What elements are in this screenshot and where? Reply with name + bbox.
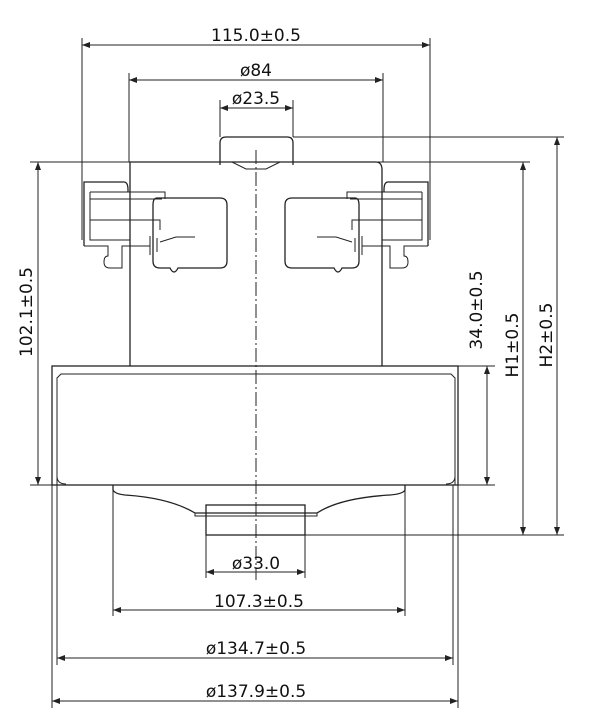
housing-inner-diameter-label: ø134.7±0.5 bbox=[206, 639, 306, 659]
h2-label: H2±0.5 bbox=[537, 303, 557, 368]
left-brush-holder bbox=[81, 181, 228, 273]
total-height-label: 102.1±0.5 bbox=[17, 267, 37, 357]
shaft-diameter-label: ø23.5 bbox=[232, 89, 280, 109]
right-brush-holder bbox=[284, 181, 431, 273]
dimension-lines bbox=[35, 42, 560, 704]
h1-label: H1±0.5 bbox=[503, 313, 523, 378]
housing-outer-diameter-label: ø137.9±0.5 bbox=[206, 682, 306, 702]
inlet-skirt bbox=[112, 485, 406, 536]
housing-height-label: 34.0±0.5 bbox=[467, 270, 487, 349]
overall-width-label: 115.0±0.5 bbox=[211, 26, 301, 46]
skirt-width-label: 107.3±0.5 bbox=[214, 592, 304, 612]
fan-housing bbox=[51, 365, 459, 486]
shaft bbox=[219, 136, 294, 165]
inlet-diameter-label: ø33.0 bbox=[232, 554, 280, 574]
body-diameter-label: ø84 bbox=[240, 61, 272, 81]
extension-lines bbox=[30, 38, 564, 708]
